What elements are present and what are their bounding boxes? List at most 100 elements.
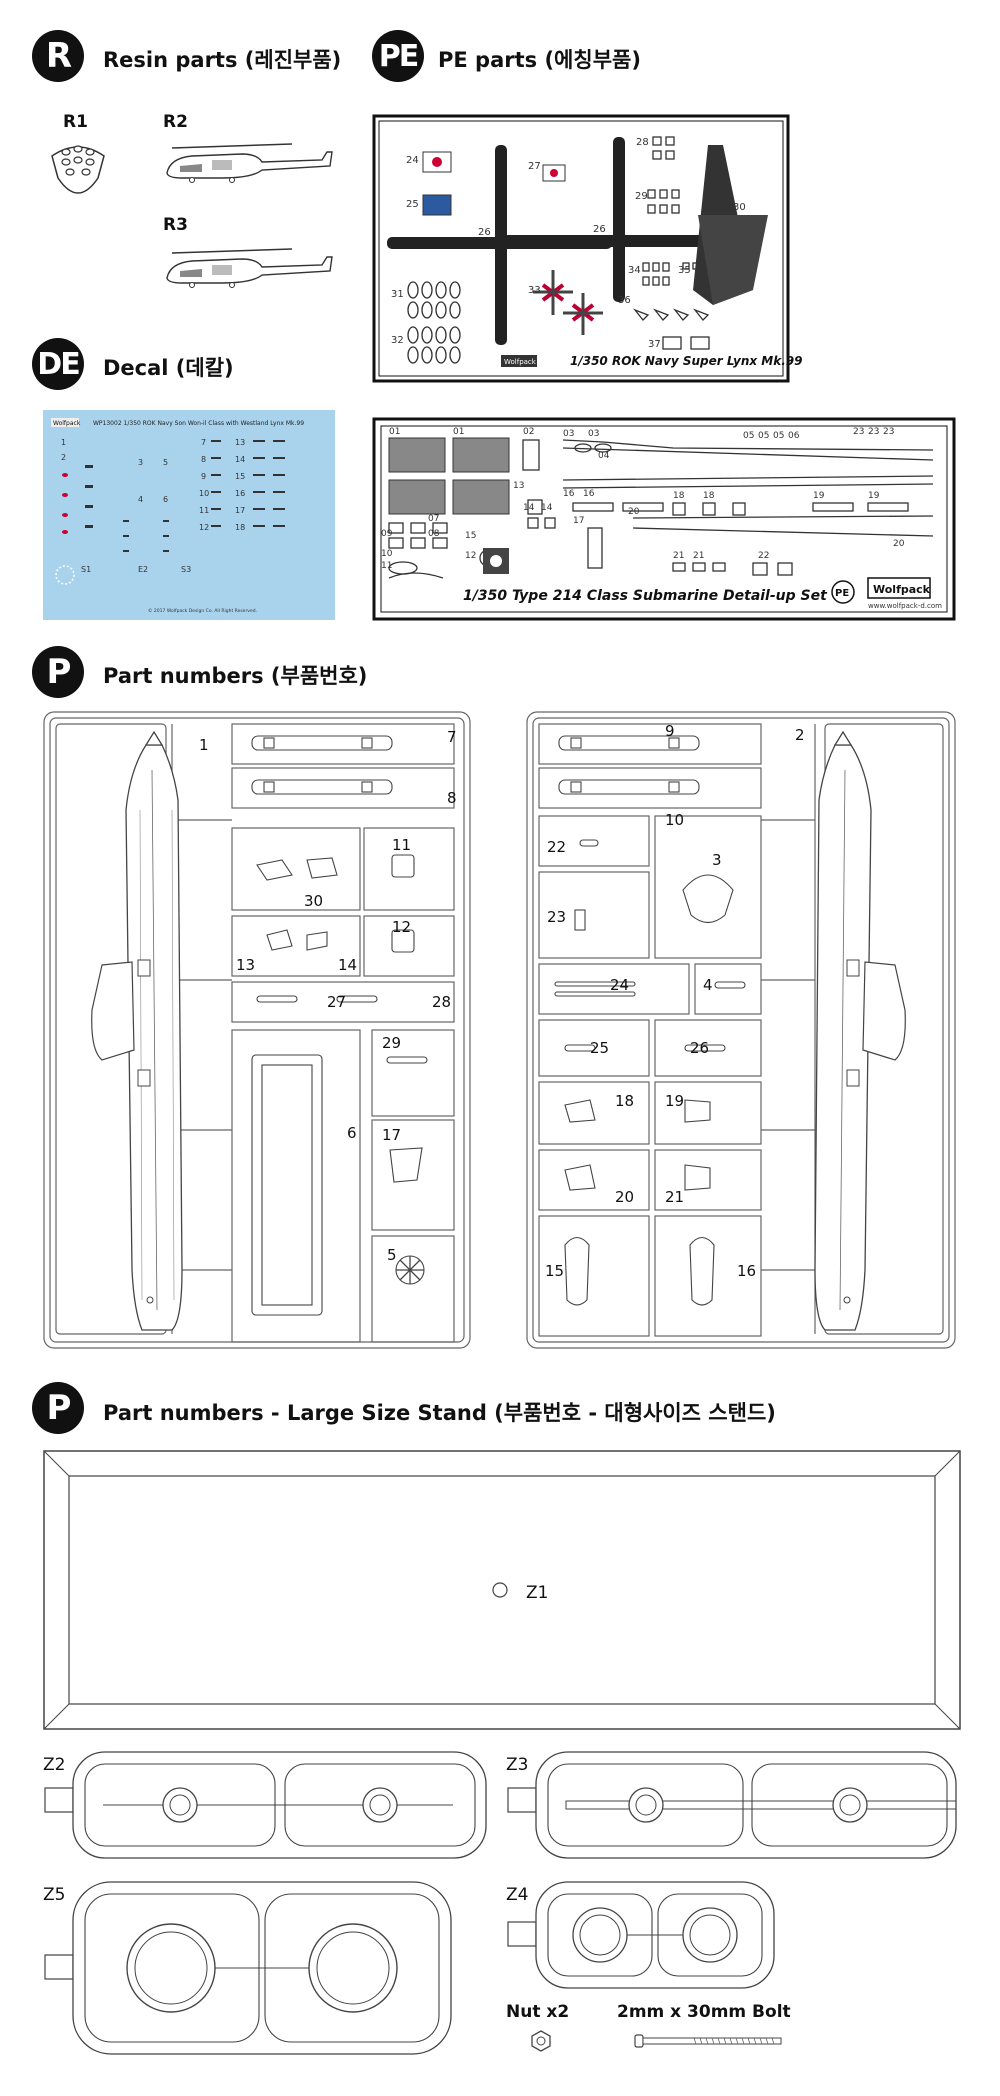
decal-num-14: 14 [235, 455, 245, 464]
sprue-a-num-30: 30 [304, 892, 323, 910]
sprue-b-num-22: 22 [547, 838, 566, 856]
nut-label: Nut x2 [506, 2002, 570, 2022]
decal-num-s1: S1 [81, 565, 91, 574]
pe2-num-02: 02 [523, 427, 534, 437]
pe1-num-30: 30 [733, 202, 746, 213]
pe-sheet-lynx: 24 25 26 26 27 28 29 30 31 32 33 34 35 3… [372, 114, 802, 383]
pe2-num-13: 13 [513, 481, 524, 491]
pe2-num-18b: 18 [703, 491, 715, 501]
stand-label-z2: Z2 [43, 1755, 66, 1775]
decal-num-4: 4 [138, 495, 143, 504]
sprue-a-num-8: 8 [447, 789, 457, 807]
sprue-b-num-3: 3 [712, 851, 722, 869]
decal-num-15: 15 [235, 472, 245, 481]
sprue-a-num-1: 1 [199, 736, 209, 754]
pe1-num-26a: 26 [478, 227, 491, 238]
stand-title: Part numbers - Large Size Stand (부품번호 - … [103, 1401, 776, 1425]
sprue-a-num-7: 7 [447, 728, 457, 746]
sprue-b-num-2: 2 [795, 726, 805, 744]
decal-num-e2: E2 [138, 565, 148, 574]
pe2-num-04: 04 [598, 451, 610, 461]
stand-sprue-z4 [507, 1881, 775, 1989]
pe1-num-32: 32 [391, 335, 404, 346]
stand-badge: P [32, 1382, 84, 1434]
sprue-a-num-6: 6 [347, 1124, 357, 1142]
decal-num-10: 10 [199, 489, 209, 498]
pe2-num-06: 06 [788, 431, 800, 441]
decal-num-18: 18 [235, 523, 245, 532]
pe2-num-01b: 01 [453, 427, 464, 437]
stand-base-z1 [43, 1450, 961, 1730]
decal-num-8: 8 [201, 455, 206, 464]
pe2-caption: 1/350 Type 214 Class Submarine Detail-up… [463, 588, 828, 604]
pe2-num-05b: 05 [758, 431, 769, 441]
pe-badge: PE [372, 30, 424, 82]
decal-num-1: 1 [61, 438, 66, 447]
decal-num-7: 7 [201, 438, 206, 447]
parts-badge: P [32, 646, 84, 698]
pe1-num-33: 33 [528, 285, 541, 296]
pe2-num-14b: 14 [541, 503, 553, 513]
resin-r3-helicopter [166, 248, 333, 288]
decal-num-17: 17 [235, 506, 245, 515]
sprue-a-num-17: 17 [382, 1126, 401, 1144]
sprue-a-num-29: 29 [382, 1034, 401, 1052]
pe-title: PE parts (에칭부품) [438, 48, 641, 72]
pe2-num-14a: 14 [523, 503, 535, 513]
pe2-num-23b: 23 [868, 427, 879, 437]
stand-sprue-z5 [44, 1881, 452, 2055]
decal-num-13: 13 [235, 438, 245, 447]
resin-label-r1: R1 [63, 112, 88, 132]
stand-label-z5: Z5 [43, 1885, 66, 1905]
sprue-b-num-19: 19 [665, 1092, 684, 1110]
nut-icon [531, 2030, 551, 2052]
pe2-num-23a: 23 [853, 427, 864, 437]
pe1-brand: Wolfpack [504, 358, 537, 366]
pe1-num-31: 31 [391, 289, 404, 300]
pe2-num-15: 15 [465, 531, 476, 541]
pe2-num-19a: 19 [813, 491, 825, 501]
decal-title-text: WP13002 1/350 ROK Navy Son Won-il Class … [93, 420, 304, 427]
pe2-num-18a: 18 [673, 491, 685, 501]
sprue-a-num-13: 13 [236, 956, 255, 974]
decal-num-9: 9 [201, 472, 206, 481]
pe2-num-20b: 20 [893, 539, 905, 549]
decal-num-6: 6 [163, 495, 168, 504]
sprue-a-num-5: 5 [387, 1246, 397, 1264]
pe1-num-37: 37 [648, 339, 661, 350]
sprue-b-num-10: 10 [665, 811, 684, 829]
sprue-b: 9 2 10 22 3 23 24 4 25 26 18 19 20 21 15… [526, 711, 956, 1349]
pe1-num-25: 25 [406, 199, 419, 210]
pe2-num-08: 08 [428, 529, 440, 539]
sprue-b-num-24: 24 [610, 976, 629, 994]
pe2-num-11: 11 [381, 561, 392, 571]
sprue-b-num-20: 20 [615, 1188, 634, 1206]
pe2-brand: Wolfpack [873, 583, 931, 596]
parts-title: Part numbers (부품번호) [103, 664, 368, 688]
pe2-num-05a: 05 [743, 431, 754, 441]
pe2-num-16a: 16 [563, 489, 575, 499]
sprue-b-num-4: 4 [703, 976, 713, 994]
pe2-num-09: 09 [381, 529, 393, 539]
pe2-num-20a: 20 [628, 507, 640, 517]
sprue-b-num-15: 15 [545, 1262, 564, 1280]
resin-r1-drawing [51, 145, 105, 194]
sprue-a-num-11: 11 [392, 836, 411, 854]
decal-num-3: 3 [138, 458, 143, 467]
decal-num-s3: S3 [181, 565, 191, 574]
pe2-num-05c: 05 [773, 431, 784, 441]
decal-num-16: 16 [235, 489, 245, 498]
pe1-num-29: 29 [635, 191, 648, 202]
sprue-a-num-28: 28 [432, 993, 451, 1011]
stand-label-z1: Z1 [526, 1583, 549, 1603]
pe1-num-28: 28 [636, 137, 649, 148]
sprue-b-num-18: 18 [615, 1092, 634, 1110]
resin-badge: R [32, 30, 84, 82]
resin-label-r2: R2 [163, 112, 188, 132]
pe2-num-23c: 23 [883, 427, 894, 437]
pe1-num-36: 36 [618, 295, 631, 306]
pe2-badge: PE [835, 588, 849, 599]
pe2-num-19b: 19 [868, 491, 880, 501]
sprue-b-num-9: 9 [665, 722, 675, 740]
